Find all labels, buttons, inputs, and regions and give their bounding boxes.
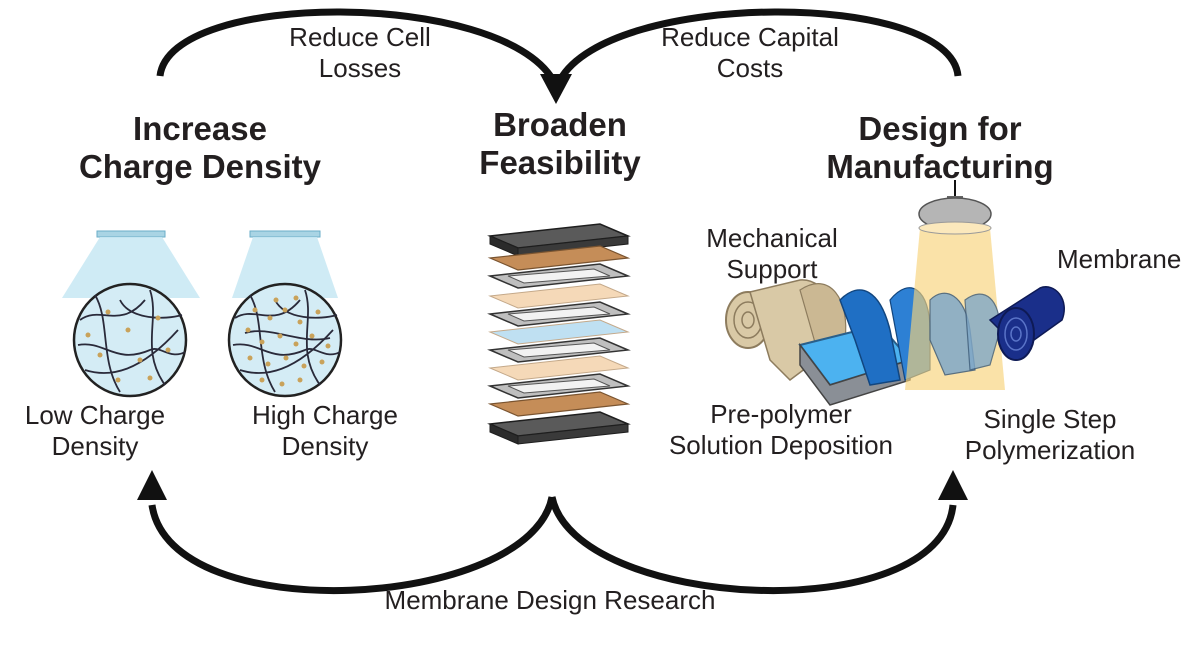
roll-to-roll-process — [725, 180, 1065, 406]
gasket-window — [507, 342, 611, 358]
membrane-design-research-label: Membrane Design Research — [384, 585, 716, 615]
research-arrow-head-left — [137, 470, 167, 500]
current-collector — [487, 245, 631, 271]
single-step-polymerization-label: Single Step Polymerization — [964, 404, 1136, 465]
top-arrow-head — [540, 74, 572, 104]
research-arrow-right — [548, 496, 957, 595]
current-collector — [487, 391, 631, 417]
gasket-window — [507, 268, 611, 284]
cell-stack — [487, 223, 631, 445]
membrane-layer — [488, 355, 630, 381]
broaden-feasibility-title: Broaden Feasibility — [479, 106, 641, 181]
gasket-window — [507, 378, 611, 394]
design-for-manufacturing-title: Design for Manufacturing — [826, 110, 1054, 185]
research-arrow-head-right — [938, 470, 968, 500]
membrane-layer — [488, 319, 630, 345]
low-charge-membrane — [62, 230, 200, 398]
mechanical-support-label: Mechanical Support — [706, 223, 838, 284]
gasket-window — [507, 306, 611, 322]
low-charge-density-label: Low Charge Density — [24, 400, 166, 461]
reduce-costs-arrow — [556, 8, 962, 82]
prepolymer-deposition-label: Pre-polymer Solution Deposition — [668, 399, 894, 460]
reduce-losses-label: Reduce Cell Losses — [289, 22, 431, 83]
reduce-costs-label: Reduce Capital Costs — [661, 22, 839, 83]
membrane-layer — [488, 283, 630, 309]
reduce-losses-arrow — [156, 8, 557, 82]
high-charge-membrane — [227, 230, 343, 398]
high-charge-density-label: High Charge Density — [252, 400, 398, 461]
membrane-label: Membrane — [1057, 244, 1182, 274]
end-plate-front — [517, 235, 629, 257]
research-arrow-left — [148, 496, 556, 595]
increase-charge-density-title: Increase Charge Density — [78, 110, 322, 185]
end-plate-front — [517, 423, 629, 445]
